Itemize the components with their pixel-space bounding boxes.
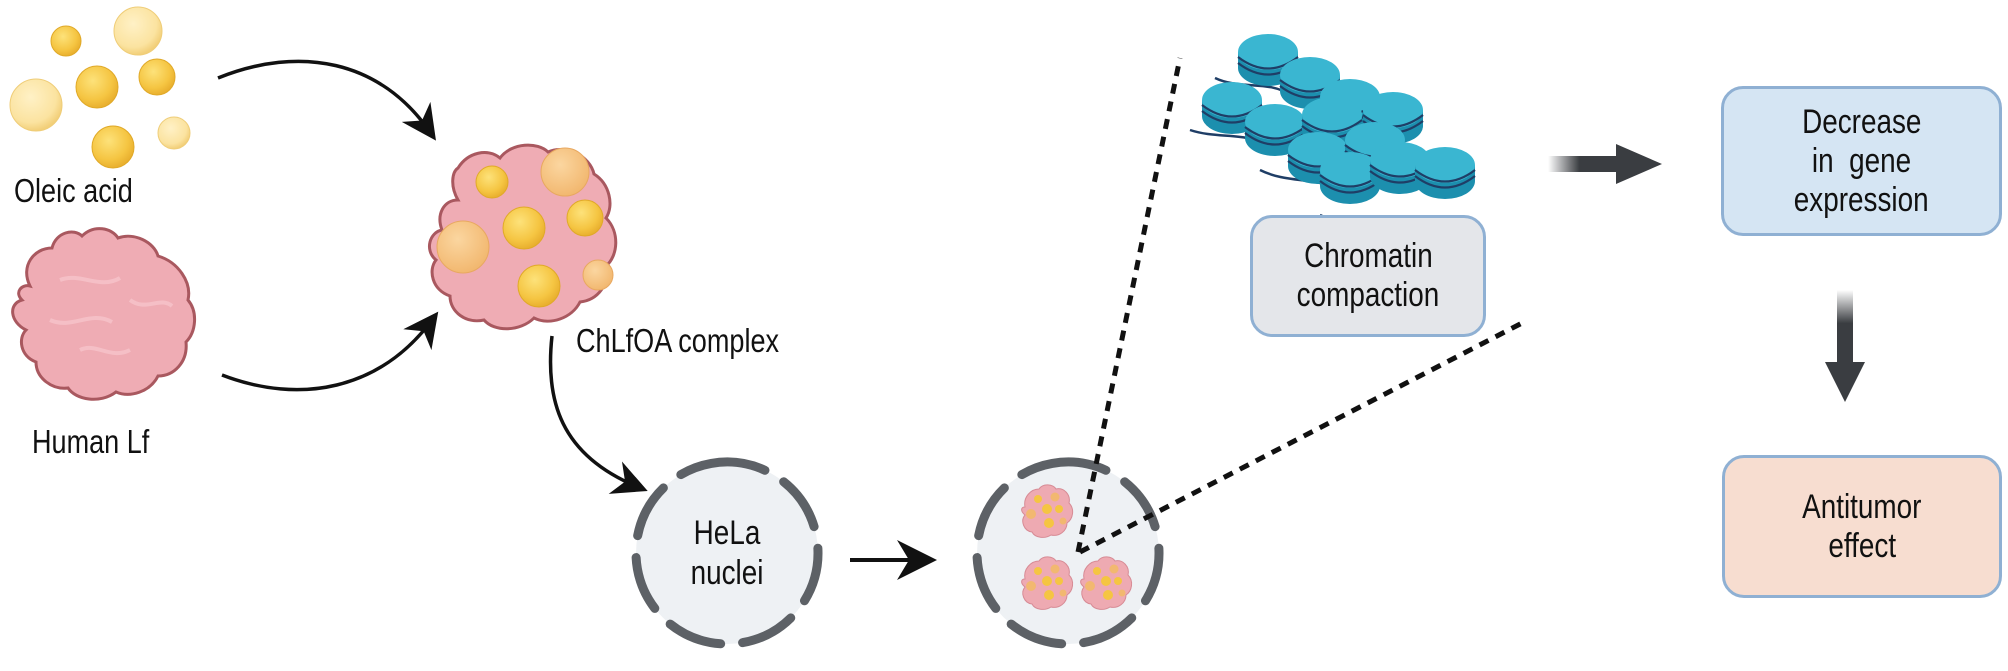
arrow-lf-to-complex [221,311,439,392]
treated-nucleus-icon [972,457,1164,649]
gene-box-line2: in gene [1811,141,1912,180]
zoom-dashed-line-upper [1075,57,1183,553]
hela-nucleus-label: HeLa nuclei [677,513,777,593]
gene-box-line3: expression [1794,180,1929,219]
antitumor-effect-box: Antitumor effect [1722,455,2002,598]
mini-complex-icon [1021,484,1074,538]
antitumor-box-line2: effect [1828,526,1896,565]
gene-box-line1: Decrease [1801,102,1922,141]
hela-nucleus-line1: HeLa [693,514,761,552]
mini-complex-icon [1080,556,1133,610]
chromatin-nucleosomes-icon [1189,32,1477,227]
block-arrow-down [1825,290,1865,402]
chlfoa-complex-icon [427,143,618,331]
arrow-oleic-to-complex [217,59,436,141]
chromatin-compaction-box: Chromatin compaction [1250,215,1486,337]
oleic-acid-label: Oleic acid [14,172,133,209]
human-lf-label: Human Lf [32,423,150,460]
gene-expression-box: Decrease in gene expression [1721,86,2002,236]
antitumor-box-line1: Antitumor [1802,487,1922,526]
hela-nucleus-icon [631,457,823,649]
chromatin-box-line2: compaction [1296,276,1440,314]
oleic-acid-droplets-icon [9,6,191,169]
arrow-complex-to-nucleus [548,335,648,494]
zoom-dashed-line-lower [1078,319,1526,555]
chlfoa-complex-label: ChLfOA complex [576,322,780,359]
mini-complex-icon [1021,556,1074,610]
hela-nucleus-line2: nuclei [690,554,764,592]
human-lf-protein-icon [11,227,196,401]
chromatin-box-line1: Chromatin [1303,237,1433,275]
block-arrow-right [1548,144,1662,184]
